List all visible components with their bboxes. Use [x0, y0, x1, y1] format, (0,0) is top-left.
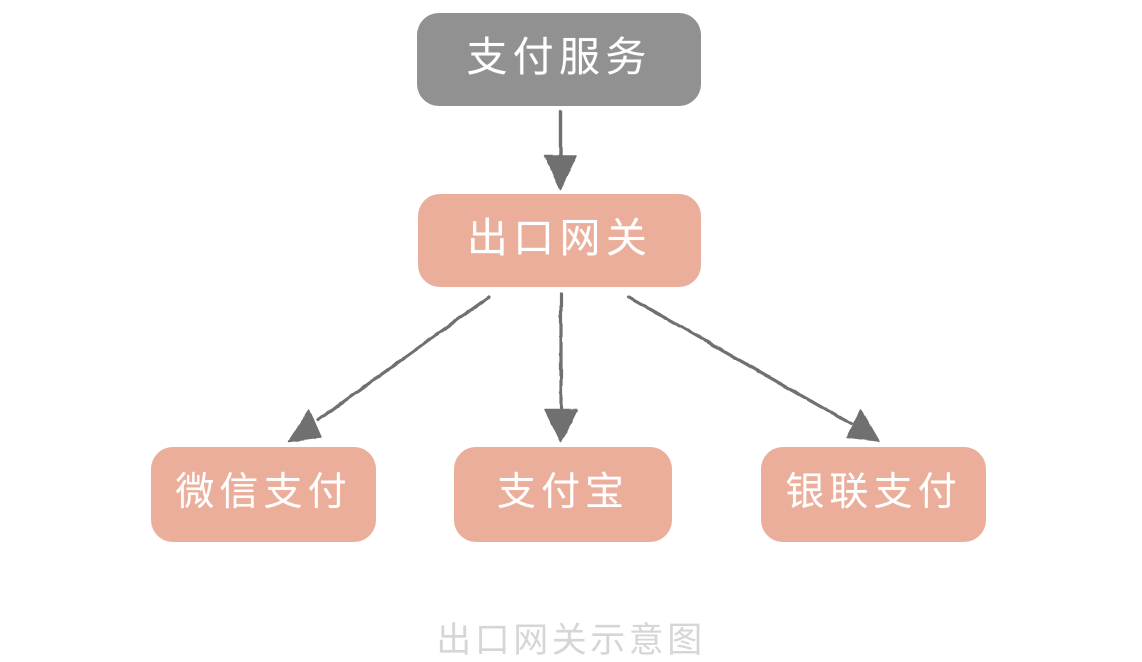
- edge-gateway-to-wechat: [288, 295, 491, 442]
- node-egress-gateway-label: 出口网关: [466, 214, 653, 262]
- edge-gateway-to-alipay: [544, 292, 578, 443]
- edge-gateway-to-unionpay: [627, 295, 880, 442]
- diagram-caption: 出口网关示意图: [436, 621, 706, 661]
- node-wechat-pay[interactable]: 微信支付: [151, 447, 376, 542]
- node-unionpay[interactable]: 银联支付: [761, 447, 986, 542]
- node-wechat-pay-label: 微信支付: [175, 470, 352, 515]
- node-egress-gateway[interactable]: 出口网关: [418, 194, 701, 287]
- edge-service-to-gateway: [544, 110, 577, 190]
- node-payment-service[interactable]: 支付服务: [417, 13, 701, 106]
- node-unionpay-label: 银联支付: [785, 470, 962, 515]
- node-alipay[interactable]: 支付宝: [454, 447, 672, 542]
- node-alipay-label: 支付宝: [496, 470, 630, 515]
- node-payment-service-label: 支付服务: [466, 33, 652, 81]
